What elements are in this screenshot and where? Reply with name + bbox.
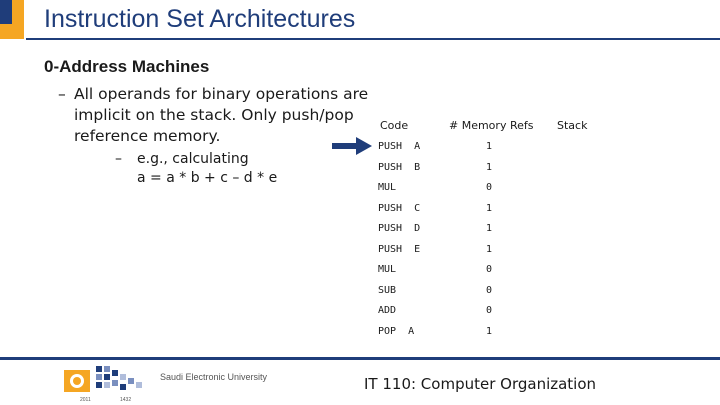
row-code: PUSH D: [378, 223, 421, 234]
bullet2-line1: e.g., calculating: [137, 151, 249, 167]
row-memory-refs: 0: [485, 284, 493, 296]
university-name: Saudi Electronic University: [160, 372, 268, 382]
row-memory-refs: 1: [485, 141, 493, 152]
row-memory-refs: 1: [485, 202, 493, 214]
header-code: Code: [380, 119, 409, 132]
row-memory-refs: 1: [485, 243, 493, 255]
logo-year-right: 1432: [120, 397, 132, 403]
bullet-dash: –: [58, 85, 66, 103]
row-code: MUL: [378, 182, 397, 193]
bullet-level1: – All operands for binary operations are…: [58, 84, 384, 147]
row-memory-refs: 0: [485, 182, 493, 193]
accent-bar-inner: [0, 0, 12, 24]
row-memory-refs: 1: [485, 223, 493, 234]
row-code: POP A: [378, 325, 415, 337]
header-memory-refs: # Memory Refs: [449, 119, 534, 132]
row-memory-refs: 1: [485, 161, 493, 173]
row-code: PUSH A: [378, 141, 421, 152]
row-memory-refs: 0: [485, 264, 493, 275]
row-code: ADD: [378, 305, 397, 316]
row-code: PUSH E: [378, 243, 421, 255]
row-code: PUSH B: [378, 161, 421, 173]
bullet1-text: All operands for binary operations are i…: [74, 85, 369, 145]
bullet-dash: –: [115, 151, 122, 167]
slide-title: Instruction Set Architectures: [44, 5, 356, 33]
header-stack: Stack: [557, 119, 588, 132]
row-code: PUSH C: [378, 202, 421, 214]
row-code: SUB: [378, 284, 397, 296]
bullet2-line2: a = a * b + c – d * e: [137, 170, 278, 186]
slide-subtitle: 0-Address Machines: [44, 57, 210, 76]
row-memory-refs: 1: [485, 325, 493, 337]
row-memory-refs: 0: [485, 305, 493, 316]
logo-year-left: 2011: [80, 397, 91, 403]
row-code: MUL: [378, 264, 397, 275]
bullet-level2: – e.g., calculating a = a * b + c – d * …: [115, 150, 278, 188]
university-logo-icon: [64, 366, 142, 392]
title-divider: [26, 38, 720, 40]
footer-divider: [0, 357, 720, 360]
course-title: IT 110: Computer Organization: [364, 375, 597, 393]
arrow-icon: [332, 137, 372, 155]
